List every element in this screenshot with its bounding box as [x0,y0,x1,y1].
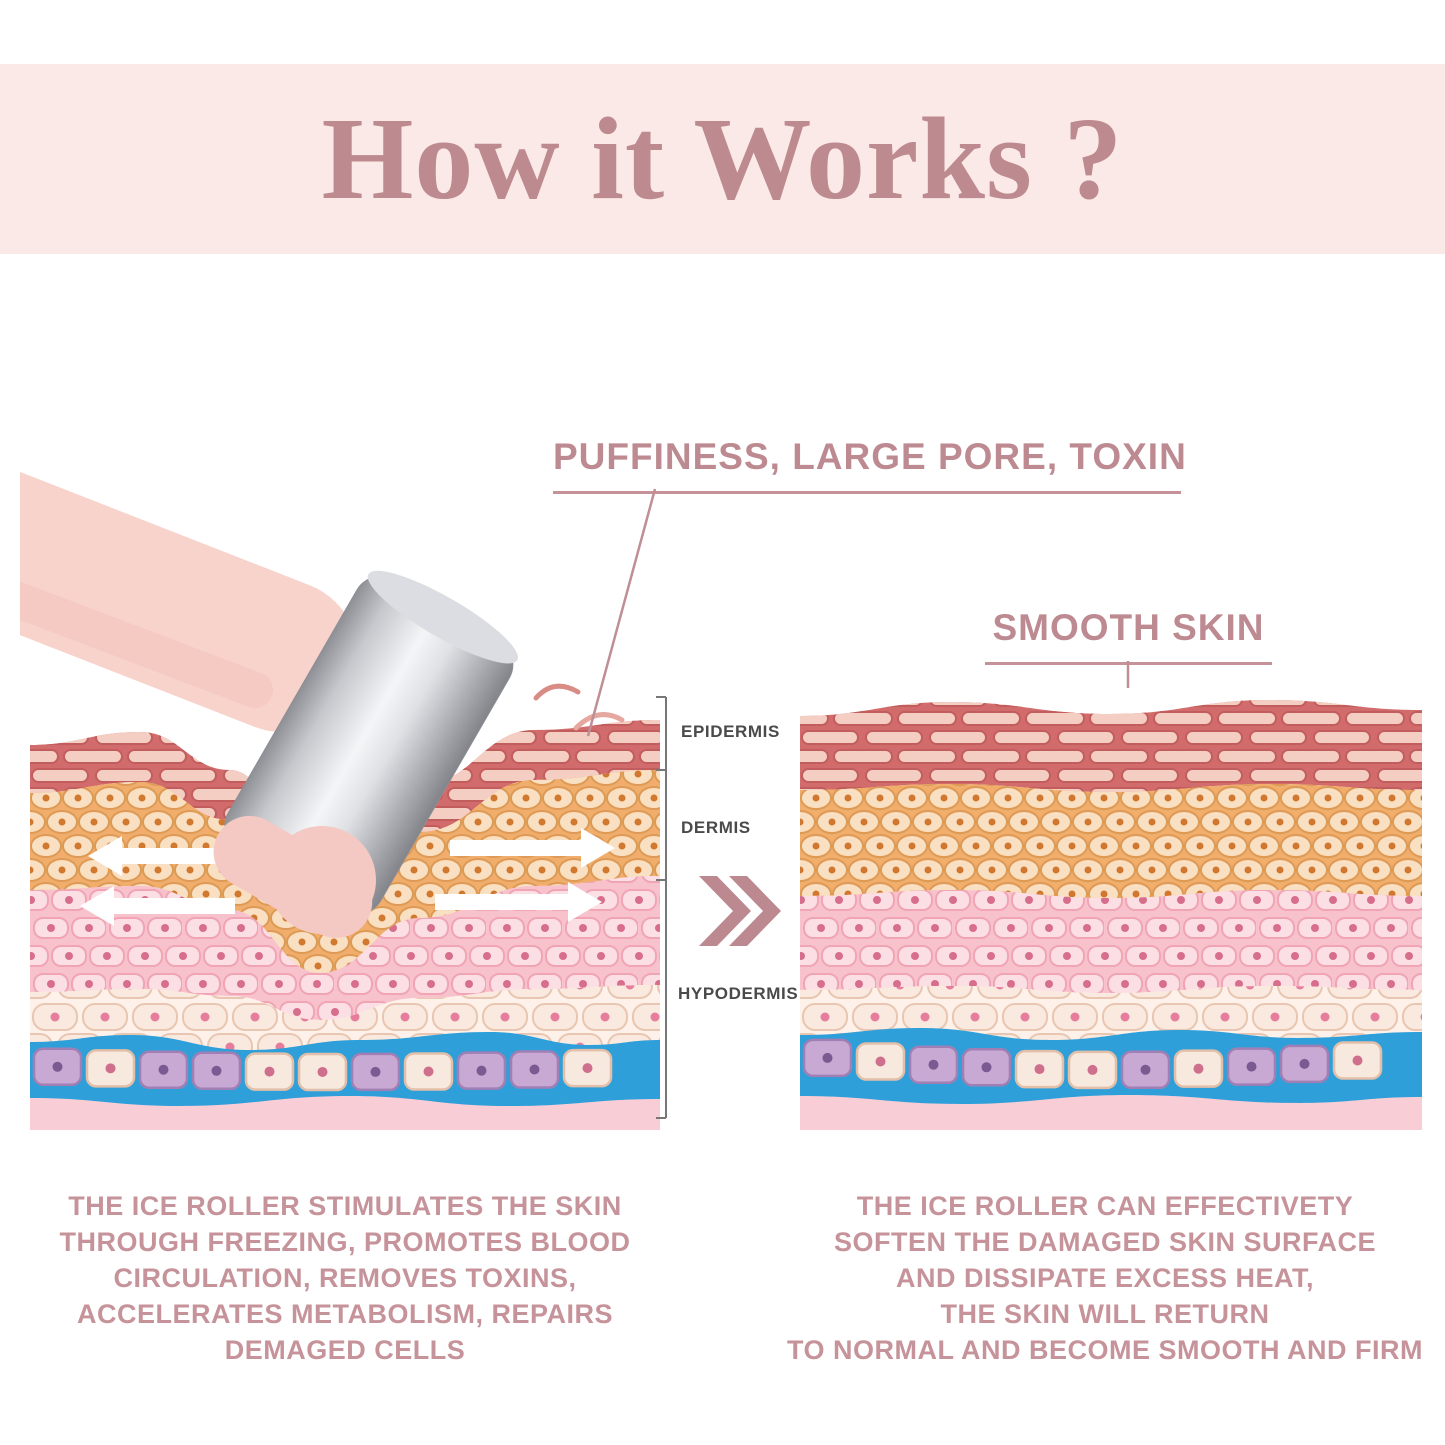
callout-puffiness: PUFFINESS, LARGE PORE, TOXIN [553,436,1186,494]
double-chevron-right-icon [699,876,781,946]
roller-head [213,570,519,938]
roll-direction-arrows [80,828,615,926]
layer-label-hypodermis: HYPODERMIS [678,984,799,1003]
layer-label-epidermis: EPIDERMIS [681,722,780,741]
chevron-1 [699,876,751,946]
skin-layers-after [800,700,1422,1130]
layer-label-dermis: DERMIS [681,818,751,837]
description-after: THE ICE ROLLER CAN EFFECTIVETY SOFTEN TH… [787,1191,1423,1365]
roller-handle [20,471,358,732]
roller-cap [268,826,376,934]
skin-layers-before [30,720,660,1130]
layer-bracket [656,696,667,1119]
skin-flake [533,683,581,701]
callout-connector-left [586,488,657,737]
header-banner: How it Works ? [0,64,1445,254]
callout-smooth-skin: SMOOTH SKIN [985,607,1272,665]
skin-diagram-before [30,720,660,1130]
chevron-2 [729,876,781,946]
page-title: How it Works ? [321,93,1124,224]
ice-roller-illustration [20,471,625,938]
skin-diagram-after [800,700,1422,1130]
skin-flake [573,712,625,731]
description-before: THE ICE ROLLER STIMULATES THE SKIN THROU… [59,1191,631,1365]
